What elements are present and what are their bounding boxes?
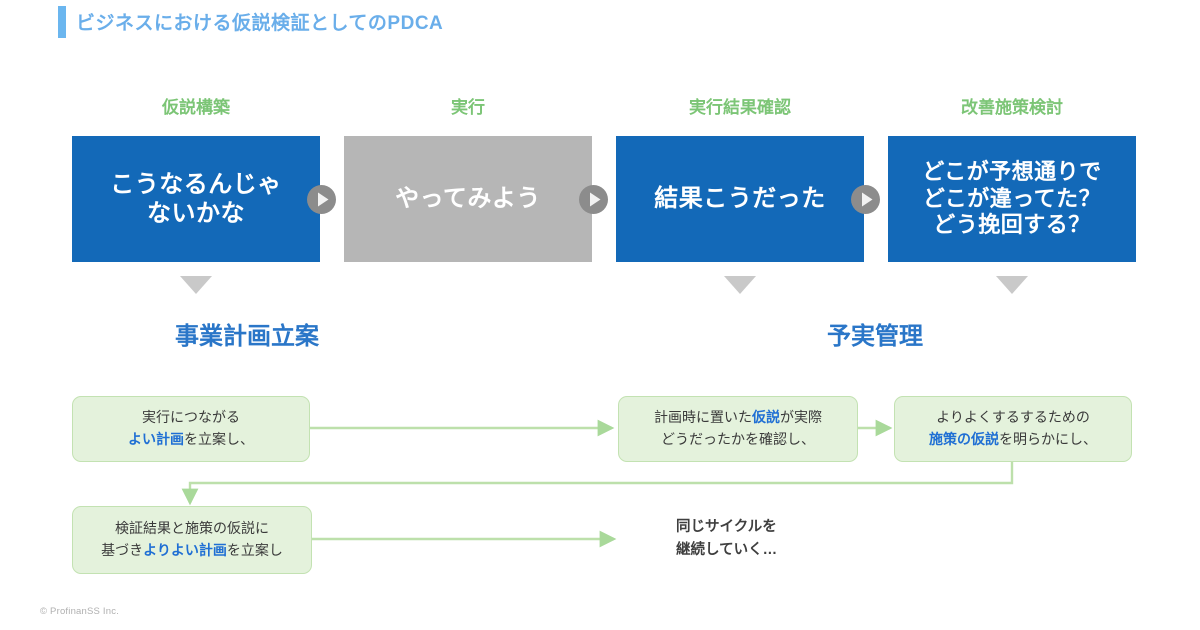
phase-label-1: 仮説構築	[162, 98, 230, 117]
note-3-line-2-post: を明らかにし、	[999, 431, 1097, 447]
stage-box-act[interactable]: どこが予想通りで どこが違ってた？ どう挽回する？	[888, 136, 1136, 262]
phase-label-2: 実行	[451, 98, 485, 117]
note-2-line-1-post: が実際	[780, 409, 822, 426]
note-2-strong: 仮説	[752, 409, 780, 426]
section-heading-planning: 事業計画立案	[175, 323, 319, 350]
note-box-plan[interactable]: 実行につながる よい計画を立案し、	[72, 396, 310, 462]
down-triangle-icon-1	[180, 276, 212, 294]
note-1-line-1: 実行につながる	[142, 409, 240, 426]
note-4-strong: よりよい計画	[143, 542, 227, 558]
phase-label-3: 実行結果確認	[689, 98, 791, 117]
copyright-footer: © ProfinanSS Inc.	[40, 606, 120, 617]
note-4-line-2-pre: 基づき	[101, 542, 144, 558]
note-3-line-1: よりよくするするための	[936, 409, 1090, 426]
note-4-line-2-post: を立案し	[226, 542, 283, 558]
note-box-check[interactable]: 計画時に置いた仮説が実際 どうだったかを確認し、	[618, 396, 858, 462]
note-box-replan[interactable]: 検証結果と施策の仮説に 基づきよりよい計画を立案し	[72, 506, 312, 574]
play-circle-arrow-icon-2	[579, 185, 608, 214]
cycle-continuation-note: 同じサイクルを 継続していく…	[676, 519, 778, 559]
phase-label-4: 改善施策検討	[961, 98, 1063, 117]
play-circle-arrow-icon-1	[307, 185, 336, 214]
note-2-line-1-pre: 計画時に置いた	[654, 409, 752, 426]
stage-box-hypothesis[interactable]: こうなるんじゃ ないかな	[72, 136, 320, 262]
note-2-line-2: どうだったかを確認し、	[661, 431, 815, 447]
stage-box-check[interactable]: 結果こうだった	[616, 136, 864, 262]
note-4-line-1: 検証結果と施策の仮説に	[114, 520, 269, 537]
title-accent-bar	[58, 6, 66, 38]
note-3-strong: 施策の仮説	[929, 431, 999, 447]
note-box-act[interactable]: よりよくするするための 施策の仮説を明らかにし、	[894, 396, 1132, 462]
note-1-line-2-post: を立案し、	[184, 431, 254, 447]
stage-box-do[interactable]: やってみよう	[344, 136, 592, 262]
play-circle-arrow-icon-3	[851, 185, 880, 214]
page-title: ビジネスにおける仮説検証としてのPDCA	[76, 13, 444, 34]
down-triangle-icon-3	[996, 276, 1028, 294]
section-heading-tracking: 予実管理	[827, 323, 923, 350]
down-triangle-icon-2	[724, 276, 756, 294]
note-1-strong: よい計画	[128, 431, 184, 447]
